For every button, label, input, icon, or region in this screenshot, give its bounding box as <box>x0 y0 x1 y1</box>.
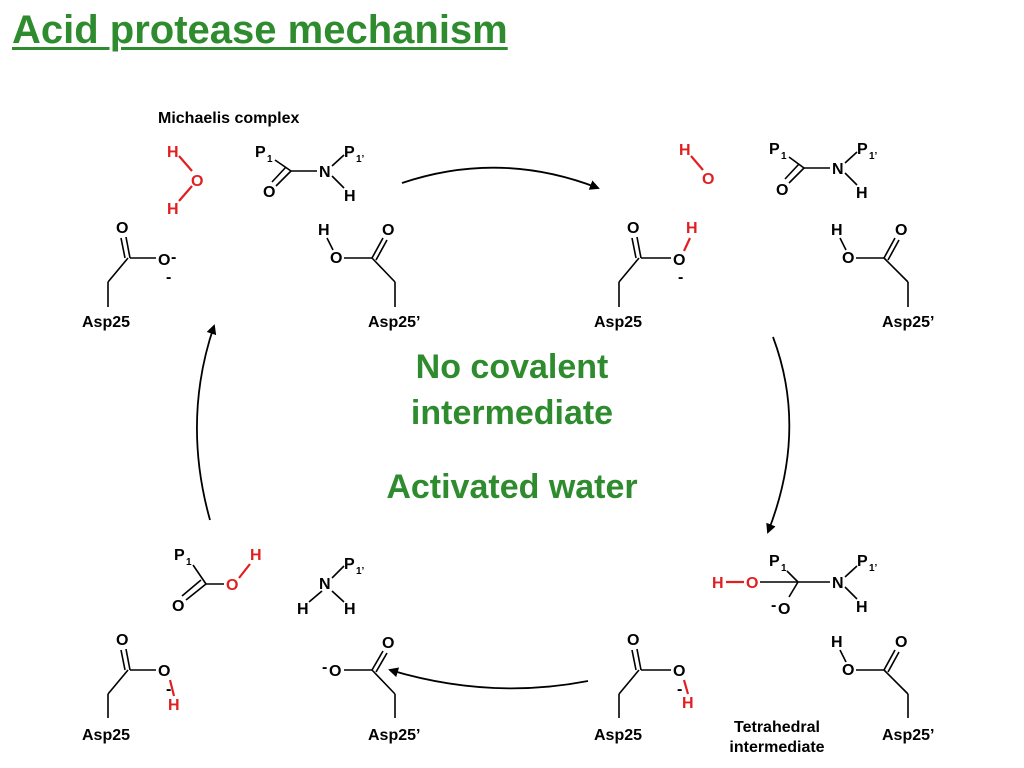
svg-text:P: P <box>769 553 780 570</box>
svg-text:-: - <box>166 269 171 286</box>
svg-text:Asp25: Asp25 <box>594 727 642 744</box>
svg-text:1’: 1’ <box>869 151 878 162</box>
slide-title: Acid protease mechanism <box>12 8 508 52</box>
svg-text:H: H <box>318 222 330 239</box>
p1-atom: P <box>255 144 266 161</box>
arrow-right <box>766 336 791 534</box>
svg-text:H: H <box>856 599 868 616</box>
svg-text:P: P <box>857 553 868 570</box>
carbonyl-o: O <box>263 184 275 201</box>
svg-text:1: 1 <box>781 563 787 574</box>
asp25prime-oh: O <box>330 250 342 267</box>
svg-text:O: O <box>778 601 790 618</box>
svg-text:O: O <box>776 182 788 199</box>
svg-text:Asp25: Asp25 <box>594 314 642 331</box>
svg-text:H: H <box>679 142 691 159</box>
svg-text:O: O <box>746 575 758 592</box>
svg-text:1: 1 <box>186 557 192 568</box>
asp25-o-minus: O <box>158 252 170 269</box>
asp25prime-o: O <box>382 222 394 239</box>
svg-text:-: - <box>771 597 776 614</box>
svg-text:N: N <box>832 161 844 178</box>
svg-text:1’: 1’ <box>356 154 365 165</box>
svg-text:N: N <box>832 575 844 592</box>
svg-text:-: - <box>322 659 327 676</box>
panel-activated-water: H O P 1 P 1’ N O H O O H - Asp25 H O O <box>594 141 934 331</box>
svg-text:O: O <box>158 663 170 680</box>
arrow-bottom <box>388 667 589 690</box>
center-line-3: Activated water <box>386 468 638 506</box>
svg-text:H: H <box>250 547 262 564</box>
panel-michaelis-complex: H O H P 1 P 1’ N O H O O - - Asp25 H O O <box>82 144 420 331</box>
svg-text:O: O <box>842 250 854 267</box>
center-line-1: No covalent <box>415 348 609 386</box>
svg-text:O: O <box>116 632 128 649</box>
amide-h: H <box>344 188 356 205</box>
svg-text:-: - <box>166 681 171 698</box>
svg-text:H: H <box>168 697 180 714</box>
panel-tetrahedral-intermediate: P 1 P 1’ H O N - O H O O - H Asp25 H O O <box>594 553 934 744</box>
arrow-left <box>196 324 217 521</box>
svg-text:H: H <box>297 601 309 618</box>
svg-text:-: - <box>677 681 682 698</box>
svg-text:Asp25: Asp25 <box>82 727 130 744</box>
svg-text:H: H <box>344 601 356 618</box>
svg-text:1’: 1’ <box>869 563 878 574</box>
asp25-label: Asp25 <box>82 314 130 331</box>
svg-text:N: N <box>319 576 331 593</box>
michaelis-complex-label: Michaelis complex <box>158 110 300 127</box>
svg-text:H: H <box>831 634 843 651</box>
svg-text:H: H <box>682 695 694 712</box>
svg-text:Asp25’: Asp25’ <box>368 727 420 744</box>
svg-text:O: O <box>382 635 394 652</box>
arrow-top <box>401 166 600 190</box>
p1prime-atom: P <box>344 144 355 161</box>
svg-text:O: O <box>673 663 685 680</box>
asp25prime-label: Asp25’ <box>368 314 420 331</box>
svg-text:O: O <box>627 220 639 237</box>
svg-text:1: 1 <box>781 151 787 162</box>
amide-n: N <box>319 164 331 181</box>
svg-text:O: O <box>226 577 238 594</box>
center-line-2: intermediate <box>410 394 614 432</box>
svg-text:H: H <box>686 220 698 237</box>
svg-text:P: P <box>174 547 185 564</box>
svg-text:P: P <box>769 141 780 158</box>
svg-text:H: H <box>712 575 724 592</box>
svg-text:H: H <box>856 185 868 202</box>
svg-text:-: - <box>171 249 176 266</box>
asp25-o: O <box>116 220 128 237</box>
svg-text:1’: 1’ <box>356 566 365 577</box>
svg-text:1: 1 <box>267 154 273 165</box>
svg-text:O: O <box>172 598 184 615</box>
svg-text:-: - <box>678 269 683 286</box>
tetrahedral-intermediate-label: Tetrahedral intermediate <box>729 719 825 756</box>
panel-products: P 1 H O O P 1’ N H H O O - H Asp25 - O O <box>82 547 420 744</box>
svg-text:Asp25’: Asp25’ <box>882 727 934 744</box>
svg-text:O: O <box>673 252 685 269</box>
svg-text:O: O <box>329 663 341 680</box>
svg-text:O: O <box>842 662 854 679</box>
svg-text:P: P <box>344 556 355 573</box>
svg-text:O: O <box>627 632 639 649</box>
svg-text:P: P <box>857 141 868 158</box>
svg-text:Asp25’: Asp25’ <box>882 314 934 331</box>
svg-text:O: O <box>702 171 714 188</box>
water-h: H <box>167 144 179 161</box>
svg-text:H: H <box>831 222 843 239</box>
water-o: O <box>191 173 203 190</box>
svg-text:O: O <box>895 634 907 651</box>
svg-text:O: O <box>895 222 907 239</box>
water-h: H <box>167 201 179 218</box>
